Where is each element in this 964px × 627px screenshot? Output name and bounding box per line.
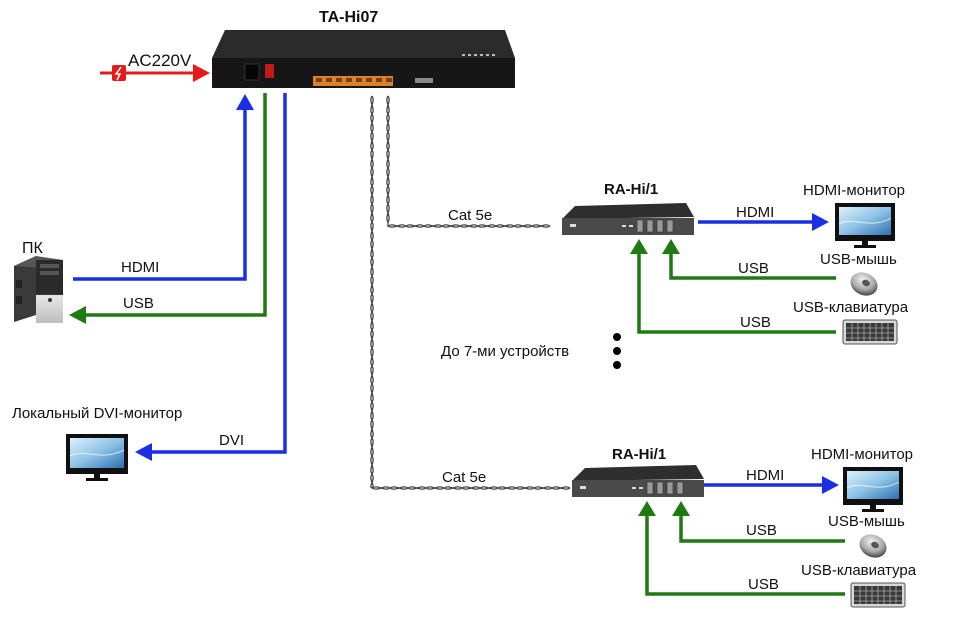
local-monitor-label: Локальный DVI-монитор <box>12 405 183 422</box>
receiver-2-hdmi-link <box>704 476 839 494</box>
usb-mouse-icon <box>850 272 878 296</box>
status-leds <box>462 54 495 56</box>
receiver-2-cable-label: Cat 5e <box>442 469 487 486</box>
arrow-left-icon <box>135 443 152 461</box>
hdmi-monitor-icon <box>843 467 903 512</box>
receiver-1-keyboard-label: USB-клавиатура <box>793 299 909 316</box>
receiver-1-mouse-usb-link <box>662 239 836 280</box>
arrow-right-icon <box>812 213 829 231</box>
receiver-2-mouse-usb-link <box>672 501 845 543</box>
arrow-up-icon <box>638 501 656 516</box>
receiver-1-mouse-usb-label: USB <box>738 260 769 277</box>
monitor-icon <box>66 434 128 481</box>
more-devices-ellipsis <box>613 333 621 369</box>
receiver-2-hdmi-label: HDMI <box>746 467 785 484</box>
receiver-2-keyboard-label: USB-клавиатура <box>801 562 917 579</box>
receiver-2-keyboard-usb-link <box>638 501 845 596</box>
receiver-1-mouse-label: USB-мышь <box>820 251 897 268</box>
receiver-2 <box>572 465 704 497</box>
transmitter-ta-hi07 <box>212 30 515 88</box>
receiver-1-keyboard-usb-link <box>630 239 836 334</box>
arrow-up-icon <box>630 239 648 254</box>
arrow-up-icon <box>236 94 254 110</box>
lightning-icon <box>112 65 126 81</box>
transmitter-top-face <box>212 30 515 58</box>
power-input-arrow <box>100 64 210 82</box>
receiver-1 <box>562 203 694 235</box>
receiver-1-monitor-label: HDMI-монитор <box>803 182 906 199</box>
cat5e-cable-1 <box>386 95 551 228</box>
usb-mouse-icon <box>859 534 887 558</box>
power-switch <box>265 64 274 78</box>
receiver-2-title: RA-Hi/1 <box>612 446 667 463</box>
arrow-up-icon <box>662 239 680 254</box>
receiver-2-monitor-label: HDMI-монитор <box>811 446 914 463</box>
power-label: AC220V <box>128 51 192 70</box>
receiver-1-title: RA-Hi/1 <box>604 181 659 198</box>
receiver-2-mouse-label: USB-мышь <box>828 513 905 530</box>
local-dvi-label: DVI <box>219 432 245 449</box>
dvi-port <box>415 78 433 83</box>
receiver-1-keyboard-usb-label: USB <box>740 314 771 331</box>
receiver-1-cable-label: Cat 5e <box>448 207 493 224</box>
receiver-1-hdmi-label: HDMI <box>736 204 775 221</box>
pc-hdmi-label: HDMI <box>121 259 160 276</box>
pc-usb-label: USB <box>123 295 154 312</box>
local-dvi-link <box>135 93 287 461</box>
receiver-2-keyboard-usb-label: USB <box>748 576 779 593</box>
arrow-up-icon <box>672 501 690 516</box>
pc-tower-icon <box>14 256 63 323</box>
usb-keyboard-icon <box>850 582 906 608</box>
receiver-2-mouse-usb-label: USB <box>746 522 777 539</box>
pc-usb-link <box>69 93 267 324</box>
arrow-left-icon <box>69 306 86 324</box>
cat5e-cable-2 <box>370 95 571 490</box>
rj45-port-block <box>313 76 393 86</box>
power-socket <box>244 63 260 81</box>
arrow-right-icon <box>822 476 839 494</box>
transmitter-title: TA-Hi07 <box>319 9 379 26</box>
more-devices-label: До 7-ми устройств <box>441 343 570 360</box>
pc-hdmi-link <box>73 94 254 281</box>
usb-keyboard-icon <box>842 319 898 345</box>
pc-label: ПК <box>22 240 43 257</box>
hdmi-monitor-icon <box>835 203 895 248</box>
receiver-1-hdmi-link <box>698 213 829 231</box>
